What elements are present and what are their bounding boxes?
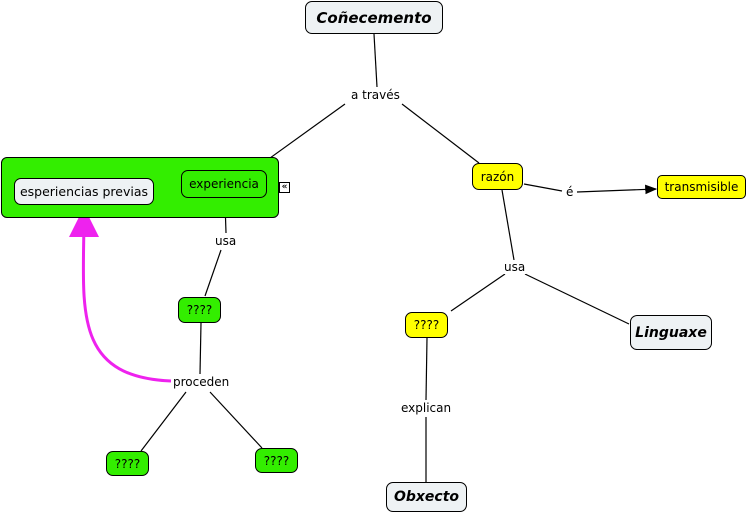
concept-esperiencias-previas[interactable]: esperiencias previas [14, 178, 154, 205]
line-e-to-transmisible [576, 184, 658, 195]
double-chevron-left-icon[interactable]: « [279, 182, 290, 193]
link-label-e[interactable]: é [565, 185, 575, 199]
link-label-explican[interactable]: explican [400, 401, 453, 415]
concept-razon[interactable]: razón [472, 163, 523, 190]
line-razon-to-usa [501, 189, 515, 261]
concept-obxecto[interactable]: Obxecto [386, 482, 467, 512]
concept-q-green-left[interactable]: ???? [106, 451, 149, 476]
line-proceden-to-q-green-right [209, 391, 263, 449]
line-conecemento-to-atraves [373, 33, 378, 88]
link-label-proceden[interactable]: proceden [172, 375, 231, 389]
line-usa-to-q-yellow [450, 273, 506, 312]
line-atraves-to-razon [401, 103, 480, 164]
link-label-usa-right[interactable]: usa [503, 260, 527, 274]
concept-q-yellow[interactable]: ???? [405, 312, 448, 338]
concept-linguaxe[interactable]: Linguaxe [630, 315, 712, 350]
concept-q-green-mid[interactable]: ???? [178, 297, 221, 323]
line-q-yellow-to-explican [425, 337, 428, 401]
line-proceden-to-esperiencias-previas [68, 207, 172, 383]
concept-q-green-right[interactable]: ???? [255, 448, 298, 473]
line-usa-to-q-green-mid [204, 249, 222, 297]
line-razon-to-e [523, 183, 563, 192]
concept-experiencia[interactable]: experiencia [181, 170, 267, 198]
line-q-green-mid-to-proceden [199, 322, 202, 375]
concept-conecemento[interactable]: Coñecemento [305, 1, 443, 34]
line-usa-to-linguaxe [524, 273, 630, 325]
concept-transmisible[interactable]: transmisible [657, 175, 746, 199]
line-proceden-to-q-green-left [140, 391, 187, 452]
link-label-usa-left[interactable]: usa [214, 234, 238, 248]
link-label-a-traves[interactable]: a través [350, 88, 401, 102]
